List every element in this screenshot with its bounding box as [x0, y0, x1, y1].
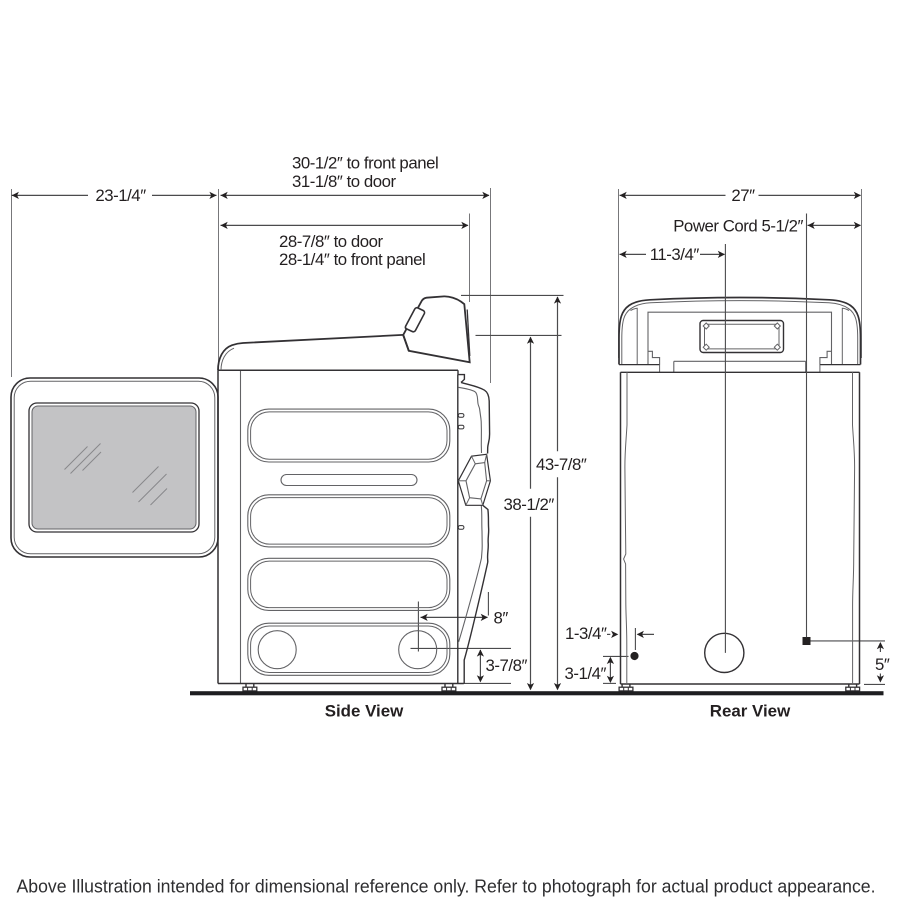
svg-text:5″: 5″: [875, 655, 890, 674]
svg-text:11-3/4″: 11-3/4″: [650, 245, 700, 264]
svg-text:30-1/2″ to front panel: 30-1/2″ to front panel: [292, 154, 438, 173]
svg-text:28-1/4″ to front panel: 28-1/4″ to front panel: [279, 250, 425, 269]
svg-text:Side View: Side View: [325, 702, 404, 721]
svg-text:23-1/4″: 23-1/4″: [95, 186, 146, 205]
svg-text:43-7/8″: 43-7/8″: [536, 455, 587, 474]
svg-text:3-7/8″: 3-7/8″: [486, 656, 528, 675]
svg-text:Rear View: Rear View: [710, 702, 791, 721]
svg-text:31-1/8″ to door: 31-1/8″ to door: [292, 172, 397, 191]
svg-text:28-7/8″ to door: 28-7/8″ to door: [279, 232, 384, 251]
svg-text:38-1/2″: 38-1/2″: [504, 495, 555, 514]
svg-text:8″: 8″: [494, 608, 509, 627]
svg-text:27″: 27″: [731, 186, 755, 205]
svg-text:Power Cord 5-1/2″: Power Cord 5-1/2″: [673, 216, 803, 235]
svg-text:3-1/4″: 3-1/4″: [565, 664, 607, 683]
svg-text:1-3/4″: 1-3/4″: [565, 624, 607, 643]
svg-text:Above Illustration intended fo: Above Illustration intended for dimensio…: [17, 877, 876, 897]
